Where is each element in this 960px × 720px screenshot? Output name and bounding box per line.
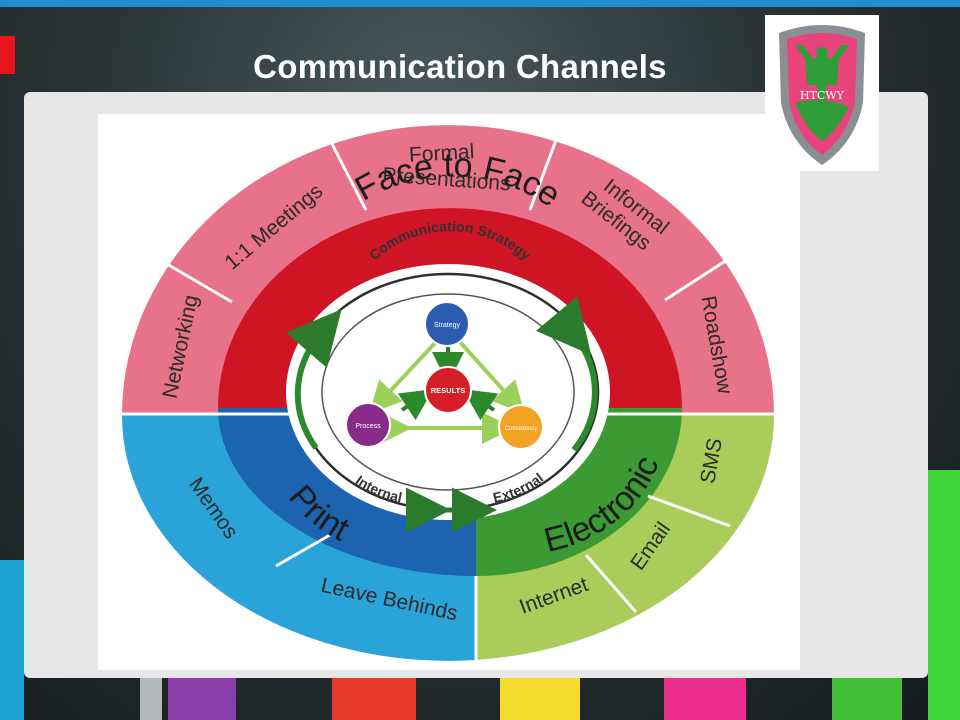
cycle-arrow-right (535, 296, 598, 452)
slide-title: Communication Channels (253, 48, 667, 85)
htcwy-logo: HTCWY (765, 15, 879, 171)
top-accent-bar (0, 0, 960, 7)
diagram-card: Strategy RESULTS Process Consistency Com… (98, 114, 800, 670)
results-node-label: RESULTS (431, 386, 465, 395)
cycle-arrow-left (285, 309, 342, 450)
triangle-arrows (369, 340, 525, 444)
consistency-node-label: Consistency (505, 426, 538, 432)
logo-text: HTCWY (800, 89, 845, 102)
red-accent-tab (0, 36, 15, 74)
shield-logo-icon: HTCWY (779, 25, 865, 165)
strategy-node (424, 301, 470, 347)
results-node (424, 366, 472, 414)
consistency-node (498, 404, 544, 450)
strategy-node-label: Strategy (434, 322, 461, 329)
process-node-label: Process (355, 423, 381, 430)
process-node (345, 402, 391, 448)
formal-presentations-label-line1: Formal (408, 140, 474, 166)
communication-channels-diagram: Strategy RESULTS Process Consistency Com… (121, 125, 775, 661)
